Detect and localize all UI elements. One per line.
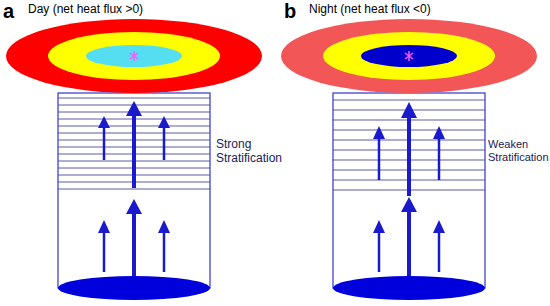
center-asterisk <box>405 51 413 61</box>
outer-ring <box>281 19 537 93</box>
upward-arrows <box>373 102 445 276</box>
panel-letter: b <box>284 0 296 23</box>
bottom-ellipse <box>58 276 210 300</box>
panel-title: Night (net heat flux <0) <box>309 3 431 17</box>
upward-arrows <box>98 101 170 276</box>
inner-core <box>86 45 182 67</box>
outer-ring <box>6 19 262 93</box>
center-asterisk <box>130 51 138 61</box>
side-note: Strong Stratification <box>216 138 306 166</box>
water-column <box>333 93 485 288</box>
side-note: Weaken Stratification <box>488 138 546 163</box>
middle-ring <box>48 32 220 80</box>
panel-letter: a <box>3 0 14 23</box>
bottom-ellipse <box>333 276 485 300</box>
middle-ring <box>323 32 495 80</box>
water-column <box>58 93 210 288</box>
inner-core <box>361 45 457 67</box>
panel-title: Day (net heat flux >0) <box>28 3 143 17</box>
stratification-lines <box>58 98 210 189</box>
